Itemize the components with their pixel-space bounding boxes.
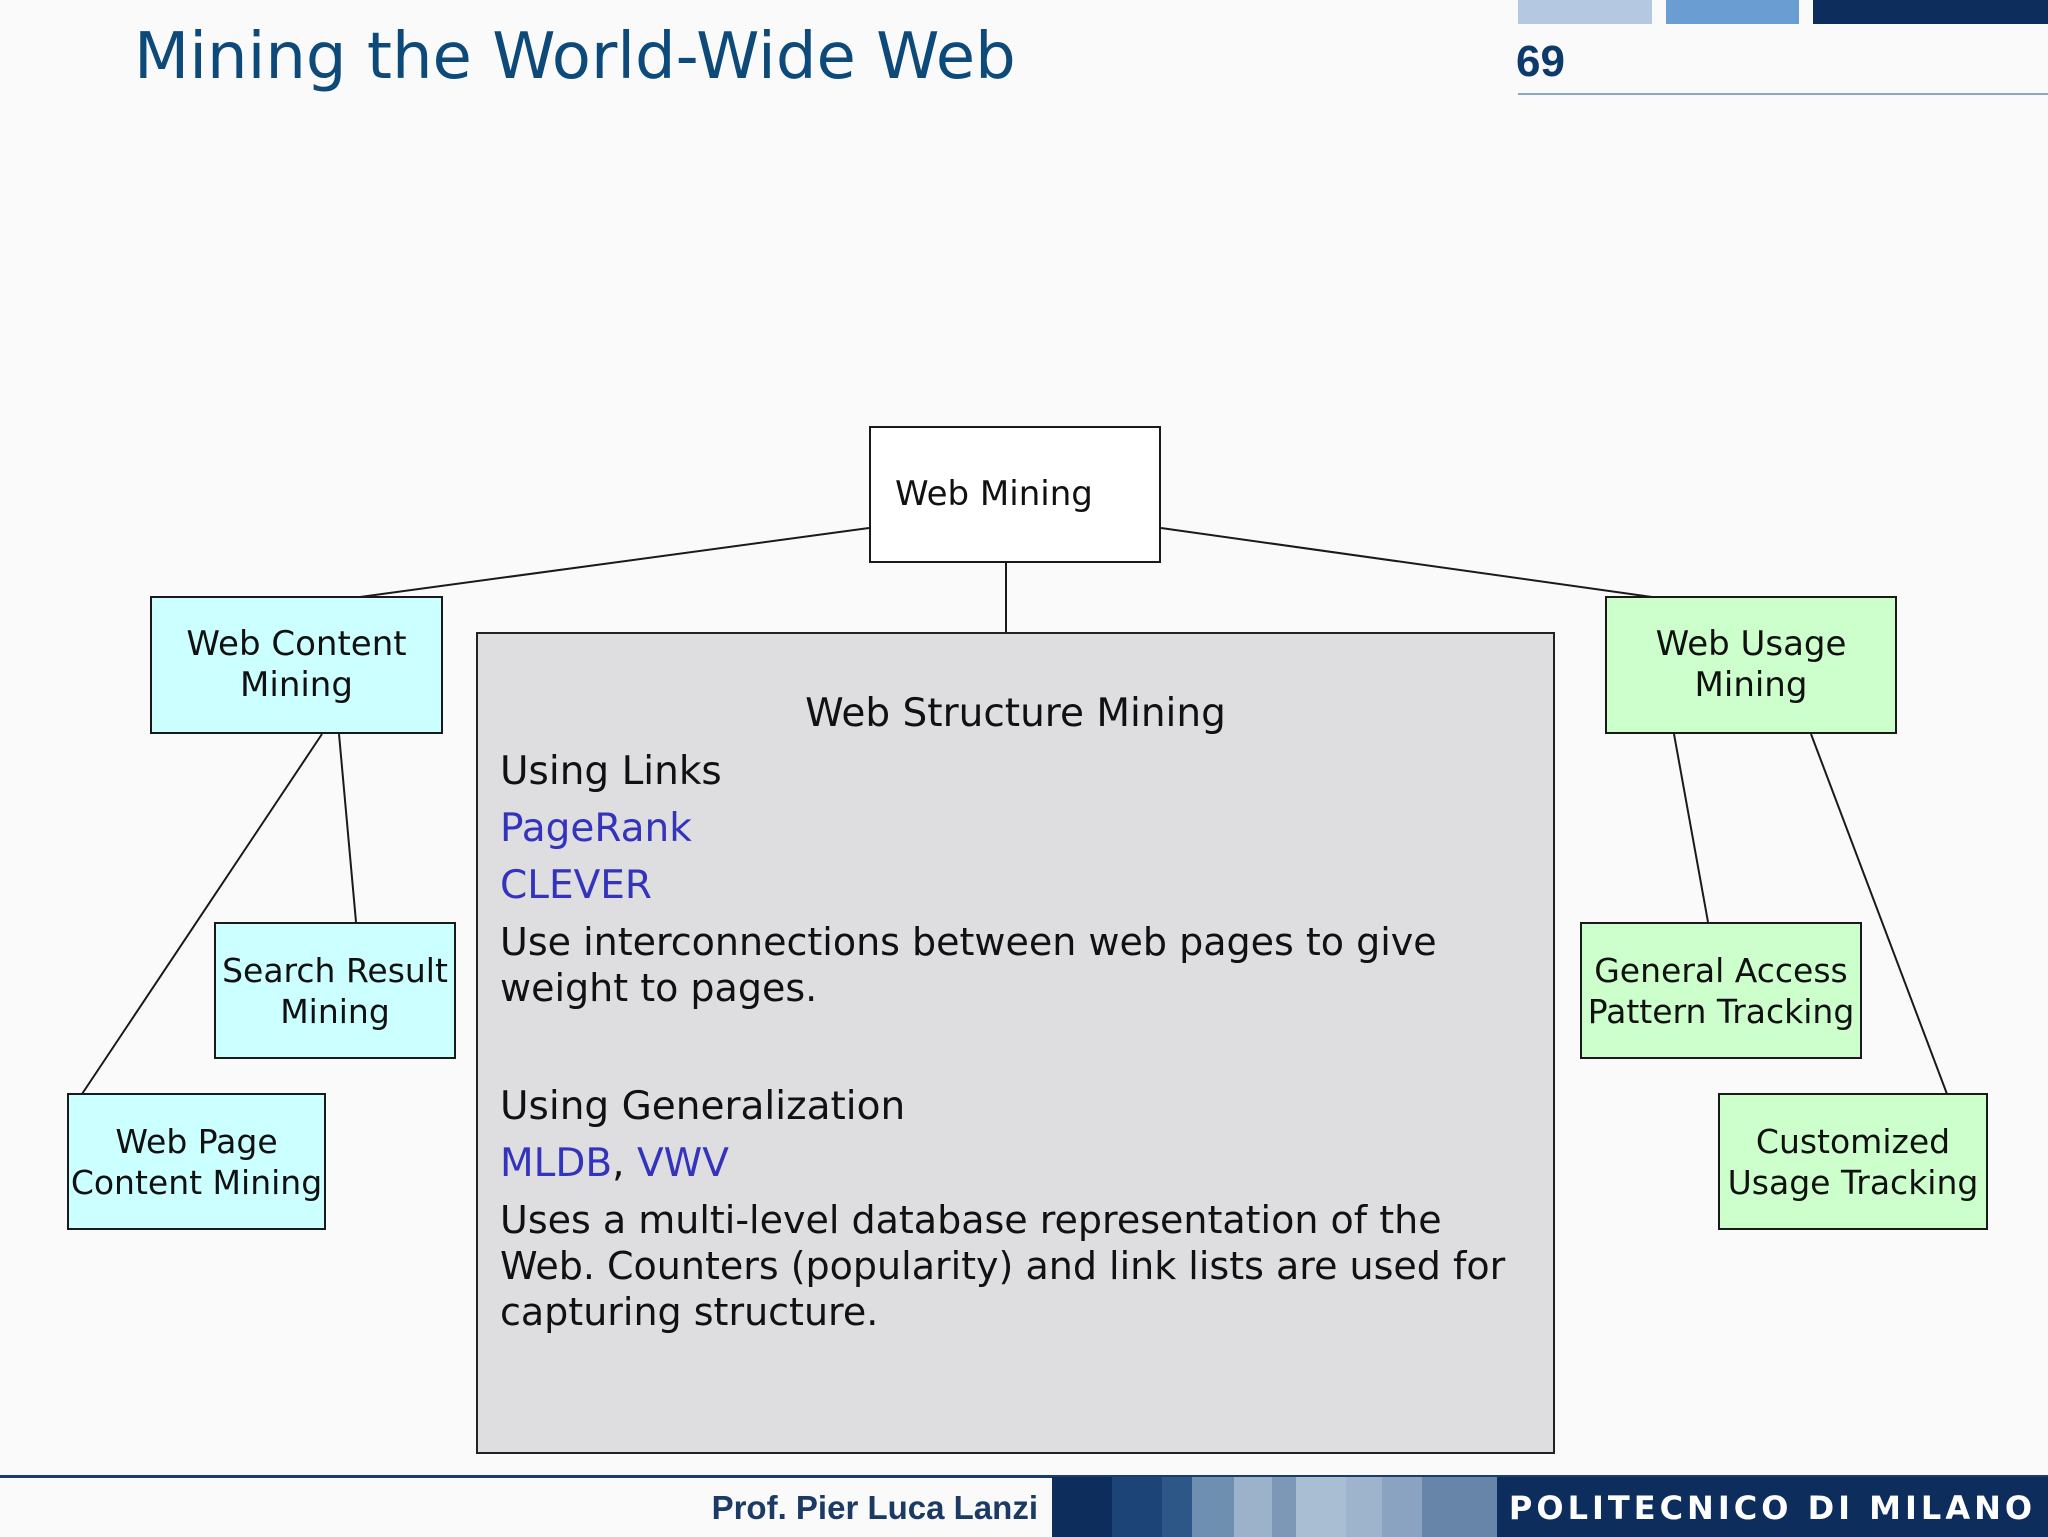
edge-content-webpage xyxy=(81,733,323,1095)
footer-strip-3 xyxy=(1162,1477,1192,1537)
link-mldb[interactable]: MLDB xyxy=(500,1141,613,1186)
slide-title: Mining the World-Wide Web xyxy=(134,20,1016,94)
node-general-access-pattern-tracking: General Access Pattern Tracking xyxy=(1580,922,1862,1059)
web-structure-mining-panel: Web Structure Mining Using Links PageRan… xyxy=(476,632,1555,1454)
footer-logo-box xyxy=(1497,1477,2048,1537)
footer-strip-4 xyxy=(1192,1477,1234,1537)
footer-strip-9 xyxy=(1382,1477,1422,1537)
edge-content-search xyxy=(338,733,357,923)
header-bar-medium xyxy=(1666,0,1799,24)
edge-root-usage xyxy=(1160,527,1653,598)
footer-author: Prof. Pier Luca Lanzi xyxy=(711,1489,1038,1526)
link-pagerank[interactable]: PageRank xyxy=(500,806,692,851)
link-clever[interactable]: CLEVER xyxy=(500,863,653,908)
footer-strip-2 xyxy=(1112,1477,1162,1537)
node-web-page-content-mining: Web Page Content Mining xyxy=(67,1093,326,1230)
footer-strip-8 xyxy=(1346,1477,1382,1537)
header-rule xyxy=(1518,93,2048,95)
section-heading-links: Using Links xyxy=(500,749,722,794)
header-bar-dark xyxy=(1813,0,2048,24)
node-web-mining: Web Mining xyxy=(869,426,1161,563)
footer-strip-7 xyxy=(1296,1477,1346,1537)
node-search-result-mining: Search Result Mining xyxy=(214,922,456,1059)
footer-rule xyxy=(0,1475,2048,1478)
footer-strip-5 xyxy=(1234,1477,1272,1537)
item-separator: , xyxy=(612,1141,625,1186)
node-web-usage-mining: Web Usage Mining xyxy=(1605,596,1897,734)
edge-usage-customized xyxy=(1810,733,1948,1095)
edge-usage-general xyxy=(1673,733,1709,923)
footer-strip-6 xyxy=(1272,1477,1296,1537)
generalization-items: MLDB, VWV xyxy=(500,1140,729,1188)
section-heading-generalization: Using Generalization xyxy=(500,1084,906,1129)
generalization-description: Uses a multi-level database representati… xyxy=(500,1198,1506,1334)
node-customized-usage-tracking: Customized Usage Tracking xyxy=(1718,1093,1988,1230)
footer-institution: POLITECNICO DI MILANO xyxy=(1508,1489,2037,1527)
edge-root-content xyxy=(359,527,870,598)
panel-title: Web Structure Mining xyxy=(805,691,1226,736)
link-vwv[interactable]: VWV xyxy=(636,1141,729,1186)
node-web-content-mining: Web Content Mining xyxy=(150,596,443,734)
page-number: 69 xyxy=(1516,37,1565,86)
footer-strip-10 xyxy=(1422,1477,1497,1537)
footer-strip-1 xyxy=(1052,1477,1112,1537)
links-description: Use interconnections between web pages t… xyxy=(500,920,1437,1010)
header-bar-light xyxy=(1518,0,1652,24)
